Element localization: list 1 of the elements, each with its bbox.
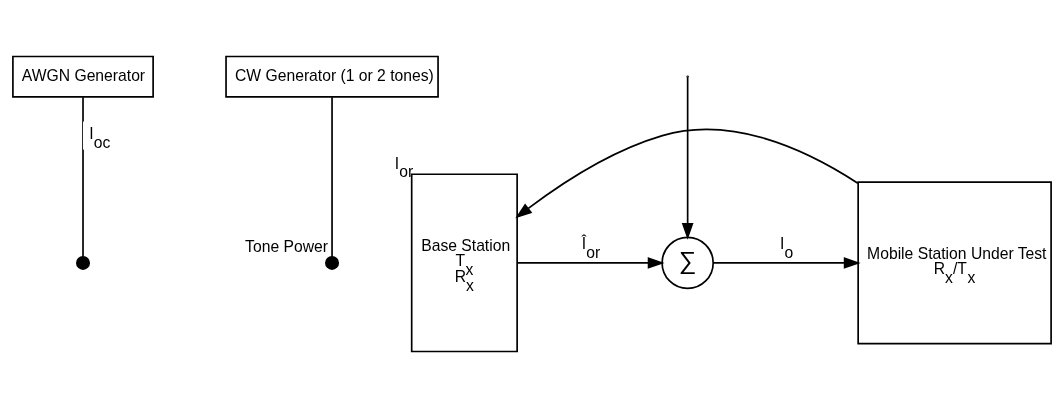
node-label: Tone Power	[245, 237, 328, 255]
